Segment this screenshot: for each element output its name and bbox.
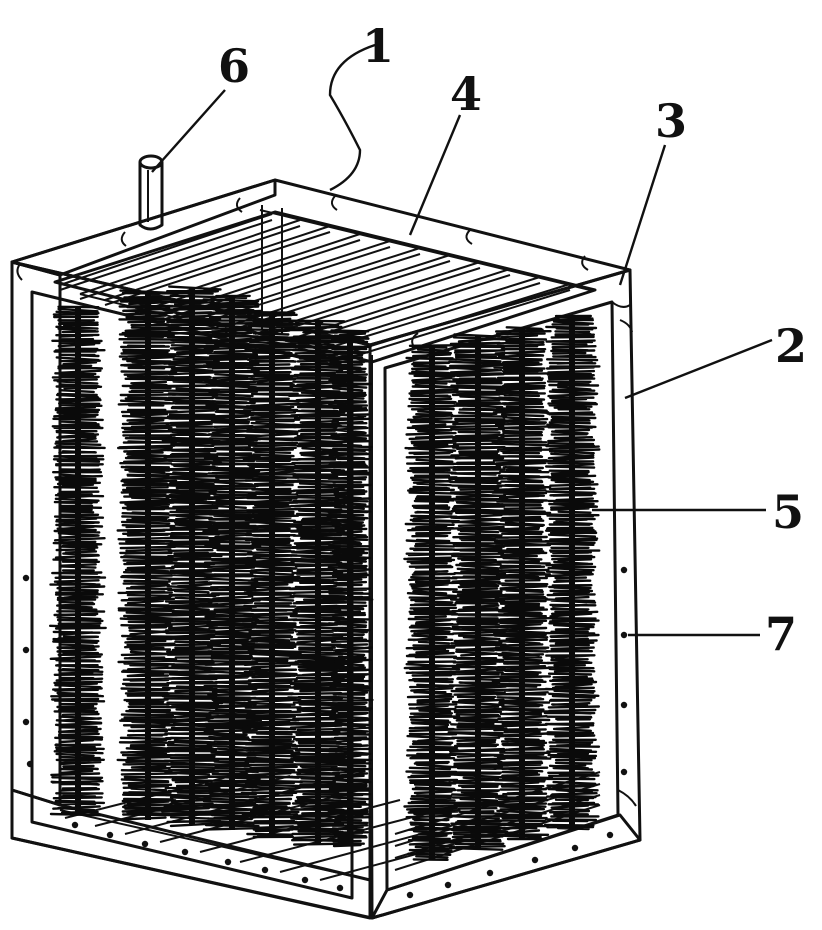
frame-hole xyxy=(620,701,628,709)
brush-strand xyxy=(326,329,374,848)
frame-hole xyxy=(26,760,34,768)
callout-5: 5 xyxy=(772,485,804,539)
frame-hole xyxy=(106,831,114,839)
frame-hole xyxy=(71,821,79,829)
brush-strand xyxy=(286,319,350,846)
brush-strand xyxy=(161,285,224,828)
brush-strand xyxy=(201,294,263,831)
frame-hole xyxy=(620,768,628,776)
leader-1 xyxy=(328,43,376,192)
frame-hole xyxy=(22,574,30,582)
leader-2 xyxy=(624,338,773,400)
frame-hole xyxy=(444,881,452,889)
brush-strand xyxy=(116,289,180,821)
brush-strand xyxy=(403,344,461,861)
brush-strand xyxy=(543,314,601,831)
frame-hole xyxy=(571,844,579,852)
callout-4: 4 xyxy=(450,67,482,121)
frame-hole xyxy=(336,884,344,892)
callout-1: 1 xyxy=(362,19,394,73)
frame-hole xyxy=(22,646,30,654)
brush-strand xyxy=(240,311,304,839)
brush-strand xyxy=(447,333,509,851)
frame-hole xyxy=(531,856,539,864)
leader-lines xyxy=(151,43,773,637)
frame-hole xyxy=(141,840,149,848)
frame-hole xyxy=(620,631,628,639)
leader-3 xyxy=(618,144,667,286)
frame-hole xyxy=(181,848,189,856)
frame-hole xyxy=(620,566,628,574)
brush-strands xyxy=(49,285,601,861)
leader-4 xyxy=(408,114,462,236)
frame-hole xyxy=(406,891,414,899)
frame-hole xyxy=(486,869,494,877)
brush-strand xyxy=(491,326,554,841)
callout-3: 3 xyxy=(655,94,687,148)
frame-hole xyxy=(224,858,232,866)
frame-holes xyxy=(22,566,628,899)
frame-hole xyxy=(261,866,269,874)
frame-hole xyxy=(606,831,614,839)
callout-2: 2 xyxy=(775,319,807,373)
brush-strand xyxy=(49,305,107,817)
callout-6: 6 xyxy=(218,39,250,93)
callout-7: 7 xyxy=(765,607,797,661)
frame-hole xyxy=(301,876,309,884)
leader-6 xyxy=(151,89,226,173)
frame-hole xyxy=(22,718,30,726)
